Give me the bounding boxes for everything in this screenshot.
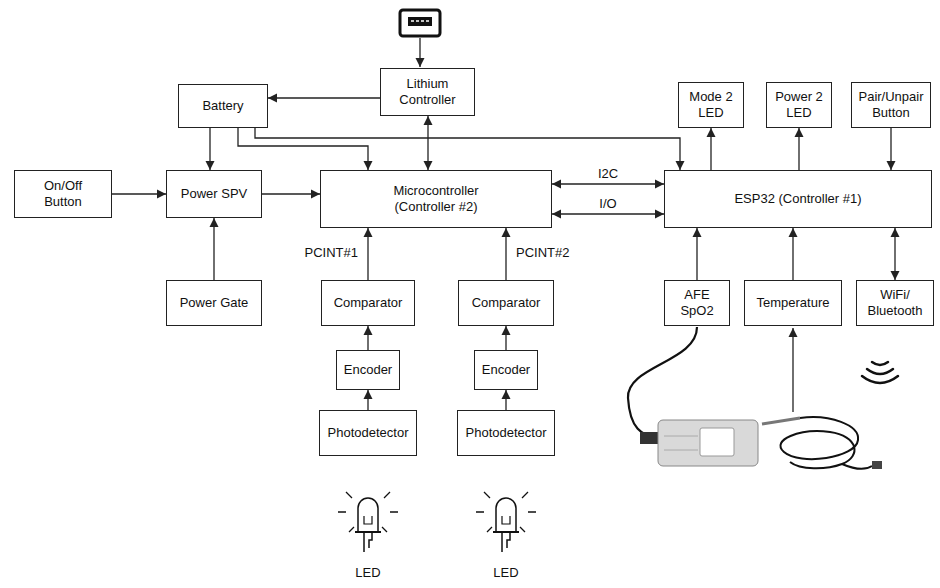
connector-arrow — [792, 228, 793, 280]
box-text: Battery — [202, 98, 243, 114]
connector-arrow — [890, 128, 891, 170]
probe-cable — [780, 417, 858, 468]
led-flange — [355, 531, 381, 533]
box-text: Power 2 LED — [771, 89, 827, 121]
signal-label: PCINT#2 — [514, 245, 571, 260]
part-label: LED — [353, 565, 382, 580]
comparator-box: Comparator — [458, 280, 554, 326]
usb-wire — [419, 38, 420, 67]
led-inner — [364, 516, 372, 524]
box-text: Encoder — [482, 362, 530, 378]
temperature-probe — [762, 328, 882, 469]
led-flange — [493, 531, 519, 533]
led-dome — [496, 498, 516, 532]
box-text: Pair/Unpair Button — [856, 89, 926, 121]
connector-arrow — [367, 228, 368, 280]
sensor-box: Temperature — [744, 280, 842, 326]
probe-plug — [872, 461, 882, 469]
usb-plug — [408, 17, 432, 26]
box-text: Temperature — [757, 295, 830, 311]
box-text: On/Off Button — [28, 178, 98, 210]
led-box: Power 2 LED — [766, 82, 832, 128]
photodetector-box: Photodetector — [319, 410, 417, 456]
sensor-window — [700, 428, 734, 456]
wave — [867, 369, 893, 374]
power-box: Power SPV — [166, 170, 262, 218]
led-symbol — [338, 492, 398, 552]
box-text: Power SPV — [181, 186, 247, 202]
connector-arrow — [505, 228, 506, 280]
box-text: Photodetector — [466, 425, 547, 441]
connector-arrow — [710, 128, 711, 170]
signal-label: I2C — [596, 166, 620, 181]
probe-cable-tail — [842, 464, 872, 469]
sensor-box: AFE SpO2 — [664, 280, 730, 326]
comparator-box: Comparator — [321, 280, 415, 326]
connector-arrow — [268, 97, 380, 98]
photodetector-box: Photodetector — [457, 410, 555, 456]
connector-arrow — [505, 326, 506, 350]
signal-label: PCINT#1 — [303, 245, 360, 260]
probe-wire — [792, 328, 793, 412]
spo2-sensor — [628, 327, 758, 466]
led-rays — [338, 492, 398, 532]
led-legs — [502, 532, 510, 552]
connector-arrow — [798, 128, 799, 170]
power-box: Power Gate — [166, 280, 262, 326]
connector-arrow — [209, 128, 210, 170]
box-text: Power Gate — [180, 295, 249, 311]
part-label: LED — [491, 565, 520, 580]
box-text: Comparator — [472, 295, 541, 311]
probe-rod — [762, 418, 800, 424]
box-text: Lithium Controller — [388, 76, 468, 108]
box-text: Encoder — [344, 362, 392, 378]
connector-arrow — [367, 326, 368, 350]
connector-arrow — [238, 128, 368, 170]
led-box: Mode 2 LED — [678, 82, 744, 128]
led-symbol — [476, 492, 536, 552]
connector-arrow — [427, 116, 428, 170]
box-text: Photodetector — [328, 425, 409, 441]
wave — [862, 376, 898, 383]
encoder-box: Encoder — [336, 350, 400, 390]
usb-pins — [411, 20, 429, 22]
sensor-clip — [658, 420, 758, 466]
usb-icon — [400, 10, 440, 36]
box-text: Microcontroller (Controller #2) — [376, 183, 496, 215]
connector-arrow — [696, 228, 697, 280]
connector-arrow — [894, 228, 895, 280]
power-box: Battery — [178, 84, 268, 128]
connector-arrow — [505, 390, 506, 410]
led-legs — [364, 532, 372, 552]
connector-arrow — [552, 213, 664, 214]
usb-outline — [400, 10, 440, 36]
box-text: ESP32 (Controller #1) — [734, 191, 861, 207]
box-text: AFE SpO2 — [677, 287, 717, 319]
connector-arrow — [367, 390, 368, 410]
encoder-box: Encoder — [474, 350, 538, 390]
led-dome — [358, 498, 378, 532]
button-box: Pair/Unpair Button — [851, 82, 931, 128]
connector-arrow — [262, 193, 320, 194]
connector-arrow — [112, 193, 166, 194]
led-inner — [502, 516, 510, 524]
wireless-waves — [862, 362, 898, 383]
controller-box: ESP32 (Controller #1) — [664, 170, 932, 228]
controller-box: Microcontroller (Controller #2) — [320, 170, 552, 228]
box-text: Comparator — [334, 295, 403, 311]
controller-box: Lithium Controller — [380, 68, 475, 116]
button-box: On/Off Button — [14, 170, 112, 218]
sensor-detail — [664, 436, 698, 450]
radio-box: WiFi/ Bluetooth — [856, 280, 934, 326]
box-text: WiFi/ Bluetooth — [862, 287, 928, 319]
connector-arrow — [255, 128, 680, 170]
led-rays — [476, 492, 536, 532]
box-text: Mode 2 LED — [683, 89, 739, 121]
connector-arrow — [552, 183, 664, 184]
signal-label: I/O — [597, 196, 618, 211]
connector-arrow — [213, 218, 214, 280]
wave — [872, 362, 888, 365]
